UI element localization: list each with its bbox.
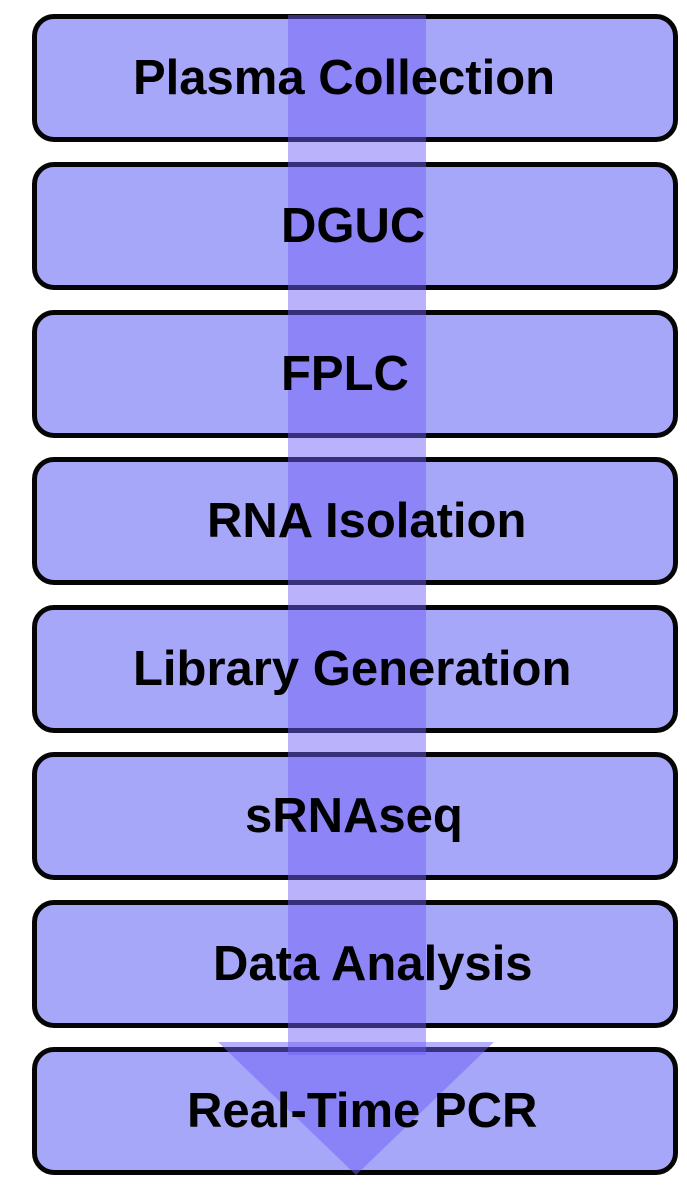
step-label: sRNAseq	[245, 789, 463, 843]
step-label: Library Generation	[133, 642, 572, 696]
step-label: DGUC	[281, 199, 426, 253]
step-label: Data Analysis	[213, 937, 533, 991]
step-srnaseq: sRNAseq	[32, 752, 678, 880]
step-library-generation: Library Generation	[32, 605, 678, 733]
step-real-time-pcr: Real-Time PCR	[32, 1047, 678, 1175]
step-label: Plasma Collection	[133, 51, 556, 105]
step-plasma-collection: Plasma Collection	[32, 14, 678, 142]
step-data-analysis: Data Analysis	[32, 900, 678, 1028]
step-label: Real-Time PCR	[187, 1084, 538, 1138]
step-label: FPLC	[281, 347, 409, 401]
step-dguc: DGUC	[32, 162, 678, 290]
step-rna-isolation: RNA Isolation	[32, 457, 678, 585]
step-label: RNA Isolation	[207, 494, 527, 548]
step-fplc: FPLC	[32, 310, 678, 438]
